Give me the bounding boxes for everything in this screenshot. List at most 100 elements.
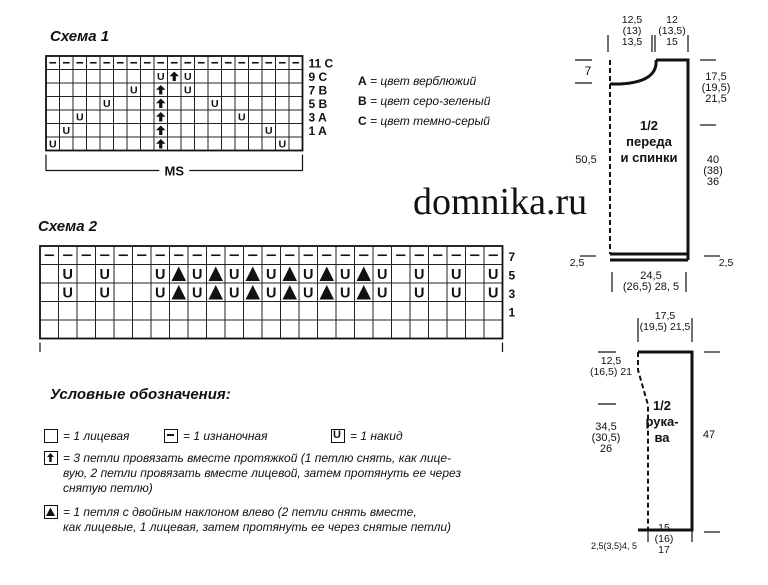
- grid-cell: [45, 69, 60, 84]
- grid-cell: [140, 69, 155, 84]
- grid-cell: [446, 301, 466, 321]
- body-bottom-dim: 24,5 (26,5) 28, 5: [610, 271, 692, 293]
- yarn-over-mark: U: [184, 85, 192, 97]
- yarn-over-mark: U: [265, 125, 273, 137]
- grid-cell: [275, 96, 290, 111]
- grid-cell: [261, 96, 276, 111]
- sleeve-piece-label: 1/2 рука- ва: [640, 398, 684, 446]
- grid-cell: [465, 301, 485, 321]
- ms-label-bg: [256, 350, 287, 352]
- grid-cell: [317, 301, 337, 321]
- dim-value: (26,5): [622, 281, 652, 293]
- dim-value: 26: [599, 443, 613, 455]
- cdd-text-line1: = 3 петли провязать вместе протяжкой (1 …: [63, 451, 452, 465]
- dim-value: 24,5: [640, 270, 662, 282]
- cdd-arrow-mark: [156, 139, 166, 149]
- grid-cell: [39, 264, 59, 284]
- grid-cell: [86, 109, 101, 124]
- scheme2-ms-label: MS: [262, 352, 282, 353]
- row-label: 9 C: [309, 70, 328, 84]
- dim-value-row: (16,5) 21: [588, 367, 634, 378]
- cdd-arrow-mark: [169, 71, 179, 81]
- grid-cell: [59, 69, 74, 84]
- grid-cell: [317, 319, 337, 339]
- grid-cell: [169, 301, 189, 321]
- grid-cell: [86, 136, 101, 151]
- grid-cell: [132, 264, 152, 284]
- grid-cell: [409, 319, 429, 339]
- grid-cell: [86, 82, 101, 97]
- triangle-mark: [282, 266, 297, 281]
- triangle-mark: [245, 266, 260, 281]
- grid-cell: [76, 319, 96, 339]
- yarn-over-mark: U: [63, 285, 73, 301]
- grid-cell: [113, 109, 128, 124]
- triangle-mark: [245, 285, 260, 300]
- row-label: 7 B: [309, 83, 328, 97]
- dim-value: (13,5): [658, 25, 686, 37]
- grid-cell: [113, 136, 128, 151]
- grid-cell: [261, 69, 276, 84]
- dim-value: 17,5: [705, 71, 727, 83]
- grid-cell: [483, 301, 503, 321]
- grid-cell: [76, 282, 96, 302]
- yarn-over-mark: U: [414, 267, 424, 283]
- grid-cell: [140, 109, 155, 124]
- dim-value: 21,5: [705, 93, 727, 105]
- grid-cell: [167, 96, 182, 111]
- yarn-over-mark: U: [488, 285, 498, 301]
- dim-value: 17,5: [654, 310, 676, 322]
- grid-cell: [140, 123, 155, 138]
- yarn-over-mark: U: [155, 285, 165, 301]
- grid-cell: [275, 123, 290, 138]
- body-neck-depth: 7: [584, 64, 592, 78]
- grid-cell: [140, 136, 155, 151]
- grid-cell: [221, 109, 236, 124]
- grid-cell: [207, 123, 222, 138]
- grid-cell: [99, 69, 114, 84]
- cdd-text-line3: снятую петлю): [63, 481, 153, 495]
- triangle-mark: [282, 285, 297, 300]
- grid-cell: [288, 82, 303, 97]
- grid-cell: [150, 301, 170, 321]
- grid-cell: [45, 123, 60, 138]
- yarn-over-mark: U: [100, 267, 110, 283]
- dim-value: (16): [654, 533, 674, 545]
- legend-item-a: A = цвет верблюжий: [358, 71, 490, 91]
- grid-cell: [261, 319, 281, 339]
- grid-cell: [234, 123, 249, 138]
- yarn-over-mark: U: [130, 85, 138, 97]
- grid-cell: [59, 136, 74, 151]
- grid-cell: [180, 123, 195, 138]
- yarn-over-mark: U: [192, 285, 202, 301]
- grid-cell: [428, 301, 448, 321]
- grid-cell: [187, 319, 207, 339]
- grid-cell: [167, 123, 182, 138]
- scheme2-chart: UUUUUUUUUUUUUUUUUUUUUUUUMS7531: [39, 245, 516, 353]
- grid-cell: [298, 319, 318, 339]
- grid-cell: [86, 96, 101, 111]
- label-line: рука-: [645, 414, 679, 429]
- yarn-over-mark: U: [451, 285, 461, 301]
- yarn-over-mark: U: [238, 112, 246, 124]
- double-left-decrease-icon: [44, 505, 58, 519]
- legend-key: C: [358, 114, 367, 128]
- grid-cell: [72, 69, 87, 84]
- row-label: 1 A: [309, 124, 328, 138]
- grid-cell: [221, 136, 236, 151]
- grid-cell: [72, 123, 87, 138]
- legend-text: = цвет темно-серый: [366, 114, 490, 128]
- grid-cell: [150, 319, 170, 339]
- grid-cell: [207, 82, 222, 97]
- grid-cell: [194, 123, 209, 138]
- grid-cell: [248, 109, 263, 124]
- dim-value: (19,5): [701, 82, 731, 94]
- dbl-text-line1: = 1 петля с двойным наклоном влево (2 пе…: [63, 505, 417, 519]
- legend-text: = цвет верблюжий: [366, 74, 477, 88]
- dim-value: 21: [620, 366, 633, 378]
- grid-cell: [234, 69, 249, 84]
- yarn-over-mark: U: [157, 71, 165, 83]
- grid-cell: [59, 109, 74, 124]
- grid-cell: [86, 69, 101, 84]
